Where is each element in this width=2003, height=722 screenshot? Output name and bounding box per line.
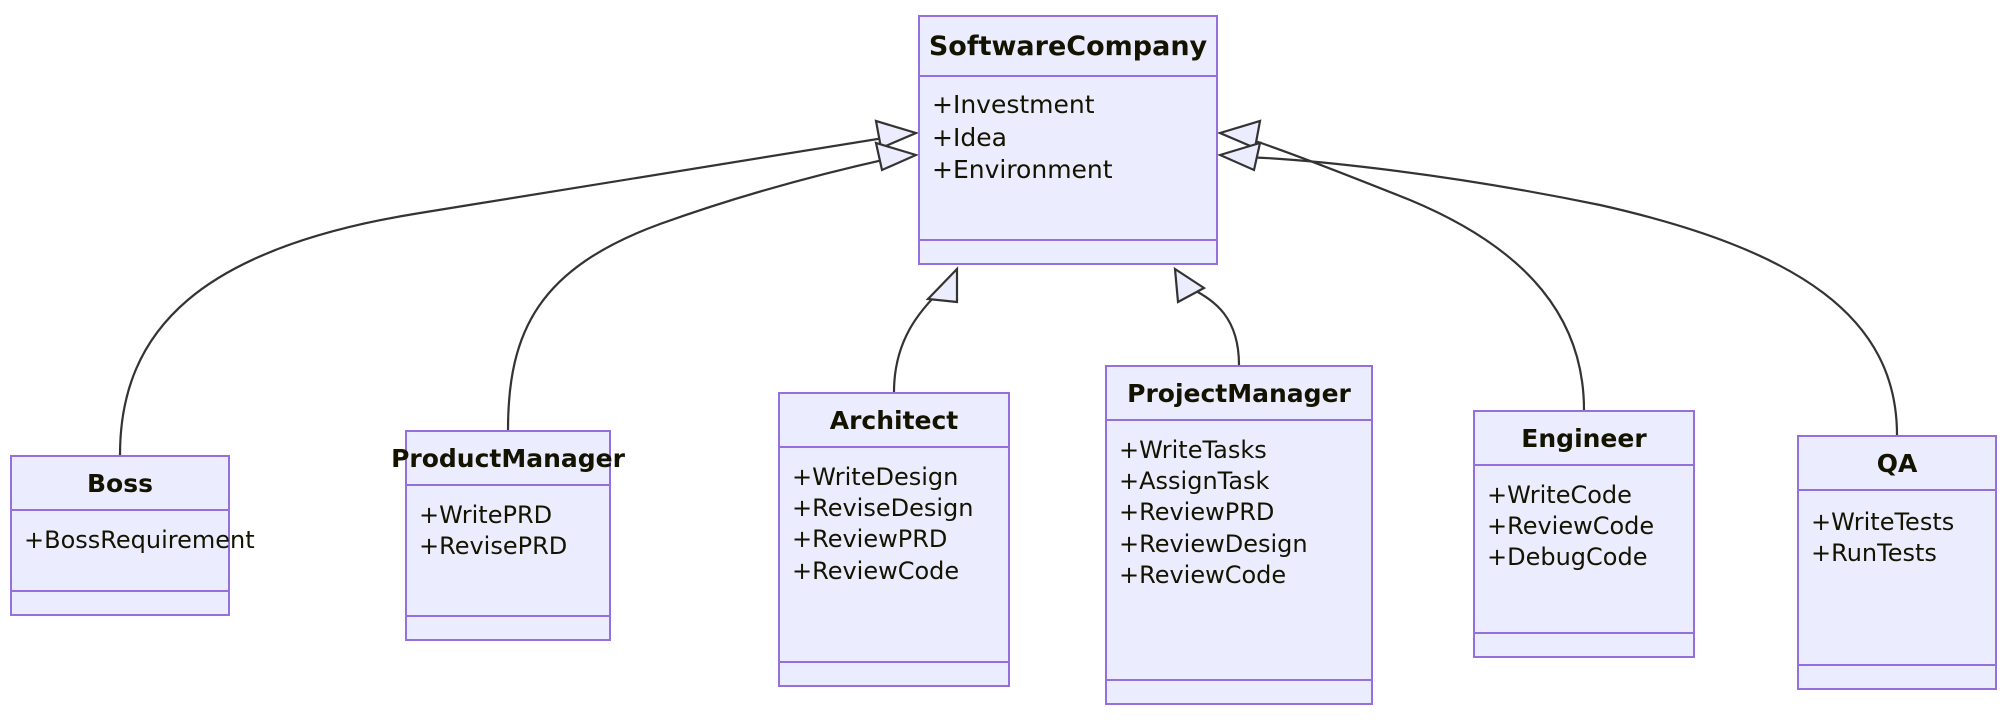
class-title-architect: Architect — [829, 405, 959, 435]
class-title-boss: Boss — [87, 468, 153, 498]
arrowhead-productmanager-to-softwarecompany — [874, 141, 920, 172]
attribute-item: +WriteTasks — [1119, 436, 1267, 464]
class-divider — [780, 661, 1008, 663]
attribute-item: +ReviewDesign — [1119, 529, 1308, 558]
attribute-item: +WriteTests — [1811, 508, 1955, 536]
class-divider — [1475, 464, 1693, 466]
attribute-item: +WritePRD — [419, 501, 553, 529]
class-title-engineer: Engineer — [1521, 423, 1647, 453]
arrowhead-architect-to-softwarecompany — [925, 266, 959, 304]
attribute-item: +Idea — [932, 122, 1007, 152]
arrowhead-projectmanager-to-softwarecompany — [1173, 266, 1207, 304]
attribute-item: +WriteCode — [1487, 481, 1632, 509]
class-divider — [1475, 632, 1693, 634]
class-title-softwarecompany: SoftwareCompany — [928, 30, 1208, 62]
attribute-item: +ReviewCode — [1119, 560, 1287, 589]
arrowhead-boss-to-softwarecompany — [874, 119, 920, 150]
class-attributes-softwarecompany: +Investment +Idea +Environment — [920, 77, 1216, 239]
class-node-engineer[interactable]: Engineer +WriteCode +ReviewCode +DebugCo… — [1473, 410, 1695, 658]
class-title-projectmanager: ProjectManager — [1127, 378, 1351, 408]
edge-projectmanager-to-softwarecompany — [1189, 287, 1241, 366]
class-divider — [407, 484, 609, 486]
class-title-qa: QA — [1876, 448, 1918, 478]
class-node-softwarecompany[interactable]: SoftwareCompany +Investment +Idea +Envir… — [918, 15, 1218, 265]
class-methods-softwarecompany — [920, 241, 1216, 263]
attribute-item: +ReviewPRD — [792, 525, 948, 554]
class-divider — [1799, 489, 1995, 491]
attribute-item: +ReviseDesign — [792, 494, 974, 523]
class-title-productmanager: ProductManager — [391, 443, 625, 473]
class-attributes-projectmanager: +WriteTasks +AssignTask +ReviewPRD +Revi… — [1107, 421, 1371, 679]
arrowhead-qa-to-softwarecompany — [1216, 141, 1262, 172]
attribute-item: +BossRequirement — [24, 526, 255, 554]
class-divider — [920, 75, 1216, 77]
class-attributes-productmanager: +WritePRD +RevisePRD — [407, 486, 609, 615]
class-attributes-architect: +WriteDesign +ReviseDesign +ReviewPRD +R… — [780, 448, 1008, 661]
attribute-item: +DebugCode — [1487, 543, 1648, 572]
class-node-qa[interactable]: QA +WriteTests +RunTests — [1797, 435, 1997, 690]
class-divider — [407, 615, 609, 617]
class-divider — [12, 590, 228, 592]
attribute-item: +Environment — [932, 155, 1113, 184]
class-node-projectmanager[interactable]: ProjectManager +WriteTasks +AssignTask +… — [1105, 365, 1373, 705]
class-methods-architect — [780, 663, 1008, 685]
attribute-item: +ReviewPRD — [1119, 498, 1275, 527]
class-node-productmanager[interactable]: ProductManager +WritePRD +RevisePRD — [391, 430, 625, 641]
class-node-architect[interactable]: Architect +WriteDesign +ReviseDesign +Re… — [778, 392, 1010, 687]
class-methods-engineer — [1475, 634, 1693, 656]
class-divider — [1799, 664, 1995, 666]
class-attributes-engineer: +WriteCode +ReviewCode +DebugCode — [1475, 466, 1693, 632]
attribute-item: +AssignTask — [1119, 467, 1270, 496]
class-node-boss[interactable]: Boss +BossRequirement — [10, 455, 255, 616]
class-divider — [1107, 419, 1371, 421]
class-methods-productmanager — [407, 617, 609, 639]
arrowhead-engineer-to-softwarecompany — [1216, 119, 1262, 150]
attribute-item: +RevisePRD — [419, 532, 568, 561]
class-methods-qa — [1799, 666, 1995, 688]
edge-productmanager-to-softwarecompany — [506, 155, 897, 431]
attribute-item: +Investment — [932, 90, 1095, 119]
edge-architect-to-softwarecompany — [892, 287, 944, 393]
class-methods-projectmanager — [1107, 681, 1371, 703]
class-attributes-boss: +BossRequirement — [12, 511, 255, 590]
attribute-item: +ReviewCode — [792, 556, 960, 585]
attribute-item: +RunTests — [1811, 539, 1937, 568]
attribute-item: +WriteDesign — [792, 463, 959, 491]
class-divider — [12, 509, 228, 511]
class-divider — [920, 239, 1216, 241]
attribute-item: +ReviewCode — [1487, 512, 1655, 541]
class-methods-boss — [12, 592, 228, 614]
class-divider — [1107, 679, 1371, 681]
class-attributes-qa: +WriteTests +RunTests — [1799, 491, 1995, 664]
